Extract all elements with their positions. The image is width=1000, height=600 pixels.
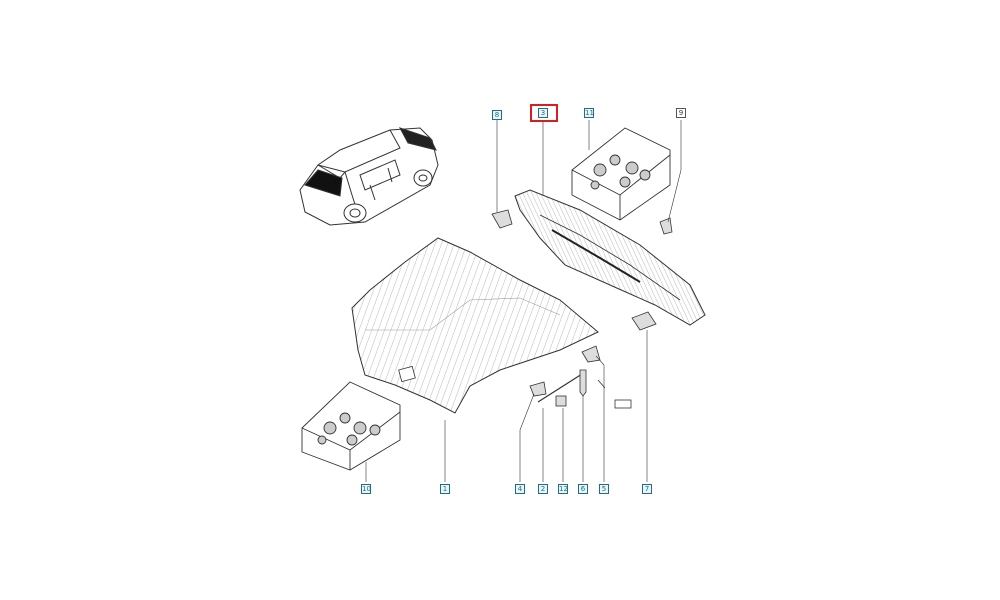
hood-panel <box>351 237 599 414</box>
callout-4[interactable]: 4 <box>515 484 525 494</box>
callout-6[interactable]: 6 <box>578 484 588 494</box>
clip-kit-box <box>301 381 401 471</box>
callout-12[interactable]: 12 <box>558 484 568 494</box>
callout-10[interactable]: 10 <box>361 484 371 494</box>
clip-kit-box <box>571 127 671 221</box>
callout-8[interactable]: 8 <box>492 110 502 120</box>
hood-seal-plate <box>597 379 632 409</box>
callout-5[interactable]: 5 <box>599 484 609 494</box>
callout-7[interactable]: 7 <box>642 484 652 494</box>
callout-9[interactable]: 9 <box>676 108 686 118</box>
callout-1[interactable]: 1 <box>440 484 450 494</box>
callout-3[interactable]: 3 <box>538 108 548 118</box>
leader-lines <box>365 120 682 482</box>
hood-hinge <box>491 209 673 331</box>
support-rod <box>537 373 583 403</box>
car-overview <box>299 127 439 226</box>
callout-2[interactable]: 2 <box>538 484 548 494</box>
bumper-stop <box>555 369 587 407</box>
hood-inner-frame <box>514 189 706 326</box>
latch <box>529 345 601 397</box>
callout-11[interactable]: 11 <box>584 108 594 118</box>
